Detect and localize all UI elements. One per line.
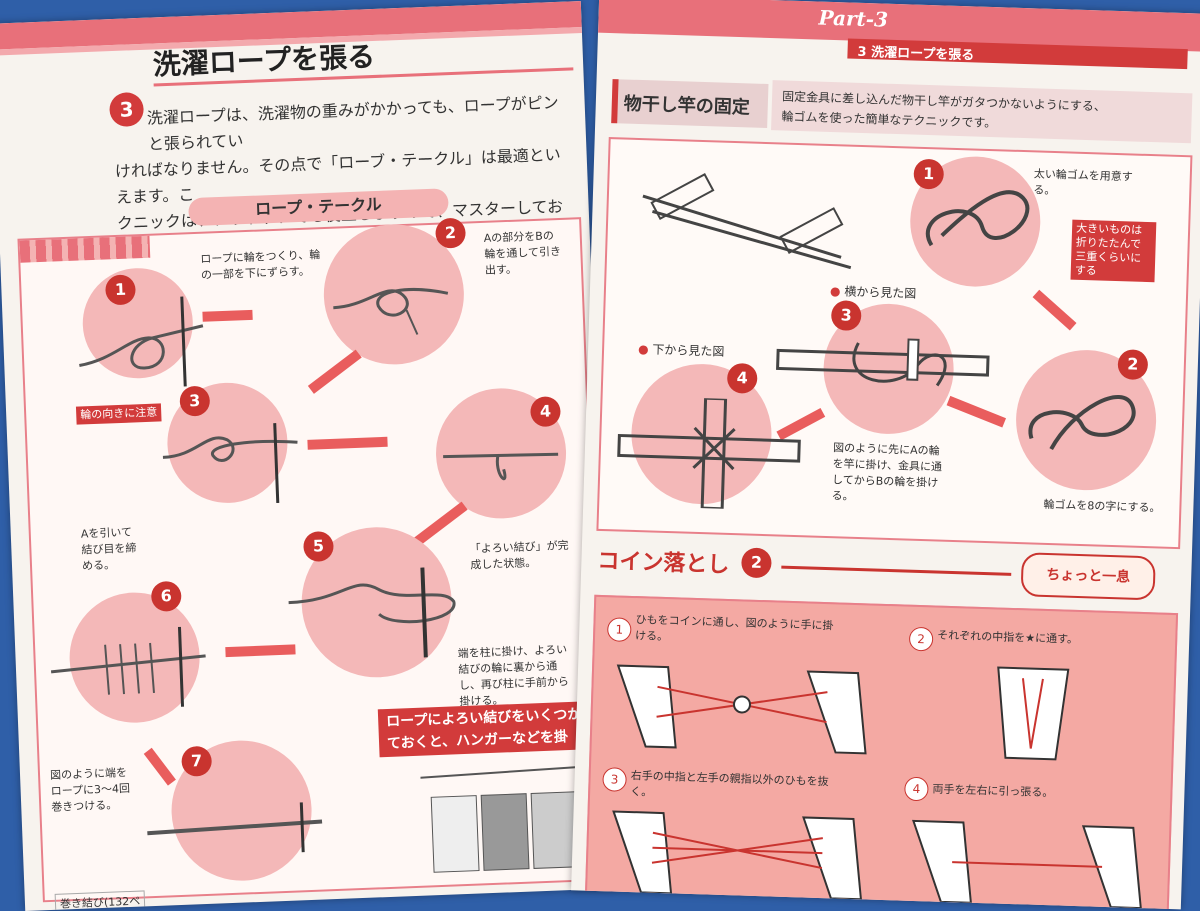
step6-rope-illustration <box>50 626 206 707</box>
mini-title: 物干し竿の固定 <box>623 93 751 119</box>
header-sub: 3 洗濯ロープを張る <box>857 44 975 64</box>
coin-number: 2 <box>740 547 772 579</box>
rs-step3-note: 図のように先にAの輪を竿に掛け、金具に通してからBの輪を掛ける。 <box>831 441 943 503</box>
hanger-clothes-illustration <box>420 765 591 873</box>
label-side-view: ● 横から見た図 <box>830 282 917 302</box>
step7-rope-illustration <box>147 802 323 853</box>
rubber-band-illustration <box>926 190 1030 247</box>
label-bottom-text: 下から見た図 <box>652 342 725 359</box>
left-page: 洗濯ロープを張る 3 洗濯ロープは、洗濯物の重みがかかっても、ロープがピンと張ら… <box>0 1 615 911</box>
coin-step3-text: 右手の中指と左手の親指以外のひもを抜く。 <box>630 769 829 799</box>
pole-bracket-illustration <box>642 173 852 270</box>
coin-step4-hands <box>912 819 1142 909</box>
step4-note: 「よろい結び」が完成した状態。 <box>469 538 569 572</box>
frame-stripe <box>19 235 151 263</box>
step4-rope-illustration <box>443 452 559 481</box>
side-view-illustration <box>776 338 990 387</box>
footer-reference: 巻き結び(132ペ <box>54 890 146 911</box>
step2-note: Aの部分をBの輪を通して引き出す。 <box>483 229 562 277</box>
step6-note: 図のように端をロープに3〜4回巻きつける。 <box>49 765 131 814</box>
step1-rope-illustration <box>79 296 204 387</box>
bullet-icon: ● <box>637 342 649 357</box>
coin-title-rule <box>781 565 1012 576</box>
figure-eight-illustration <box>1028 395 1136 451</box>
coin-step2-hands <box>997 666 1070 761</box>
step2-rope-illustration <box>333 288 449 335</box>
coin-step1-text: ひもをコインに通し、図のように手に掛ける。 <box>634 613 834 644</box>
tag-ring-direction: 輪の向きに注意 <box>75 403 162 425</box>
coin-title: コイン落とし <box>597 548 730 579</box>
bottom-view-illustration <box>617 396 801 511</box>
bullet-icon: ● <box>829 284 841 299</box>
coin-step3-hands <box>612 810 863 900</box>
tip-callout: ロープによろい結びをいくつか ておくと、ハンガーなどを掛 <box>377 700 606 758</box>
coin-badge: ちょっと一息 <box>1020 552 1156 601</box>
step5-rope-illustration <box>288 567 456 658</box>
label-bottom-view: ● 下から見た図 <box>638 340 725 360</box>
tag-fold-big: 大きいものは折りたたんで三重くらいにする <box>1070 219 1157 283</box>
part-label: Part-3 <box>818 5 889 32</box>
right-page: Part-3 3 洗濯ロープを張る 物干し竿の固定 固定金具に差し込んだ物干し竿… <box>571 0 1200 910</box>
step3-rope-illustration <box>162 423 298 504</box>
arrow-1-2 <box>202 309 253 322</box>
rs-step1-note: 太い輪ゴムを用意する。 <box>1033 167 1133 198</box>
coin-step1-hands <box>616 664 867 755</box>
label-side-text: 横から見た図 <box>844 284 917 301</box>
step3-note: Aを引いて結び目を締める。 <box>80 525 137 573</box>
step5-note: 端を柱に掛け、よろい結びの輪に裏から通し、再び柱に手前から掛ける。 <box>457 643 570 709</box>
step1-note: ロープに輪をつくり、輪の一部を下にずらす。 <box>200 248 321 282</box>
